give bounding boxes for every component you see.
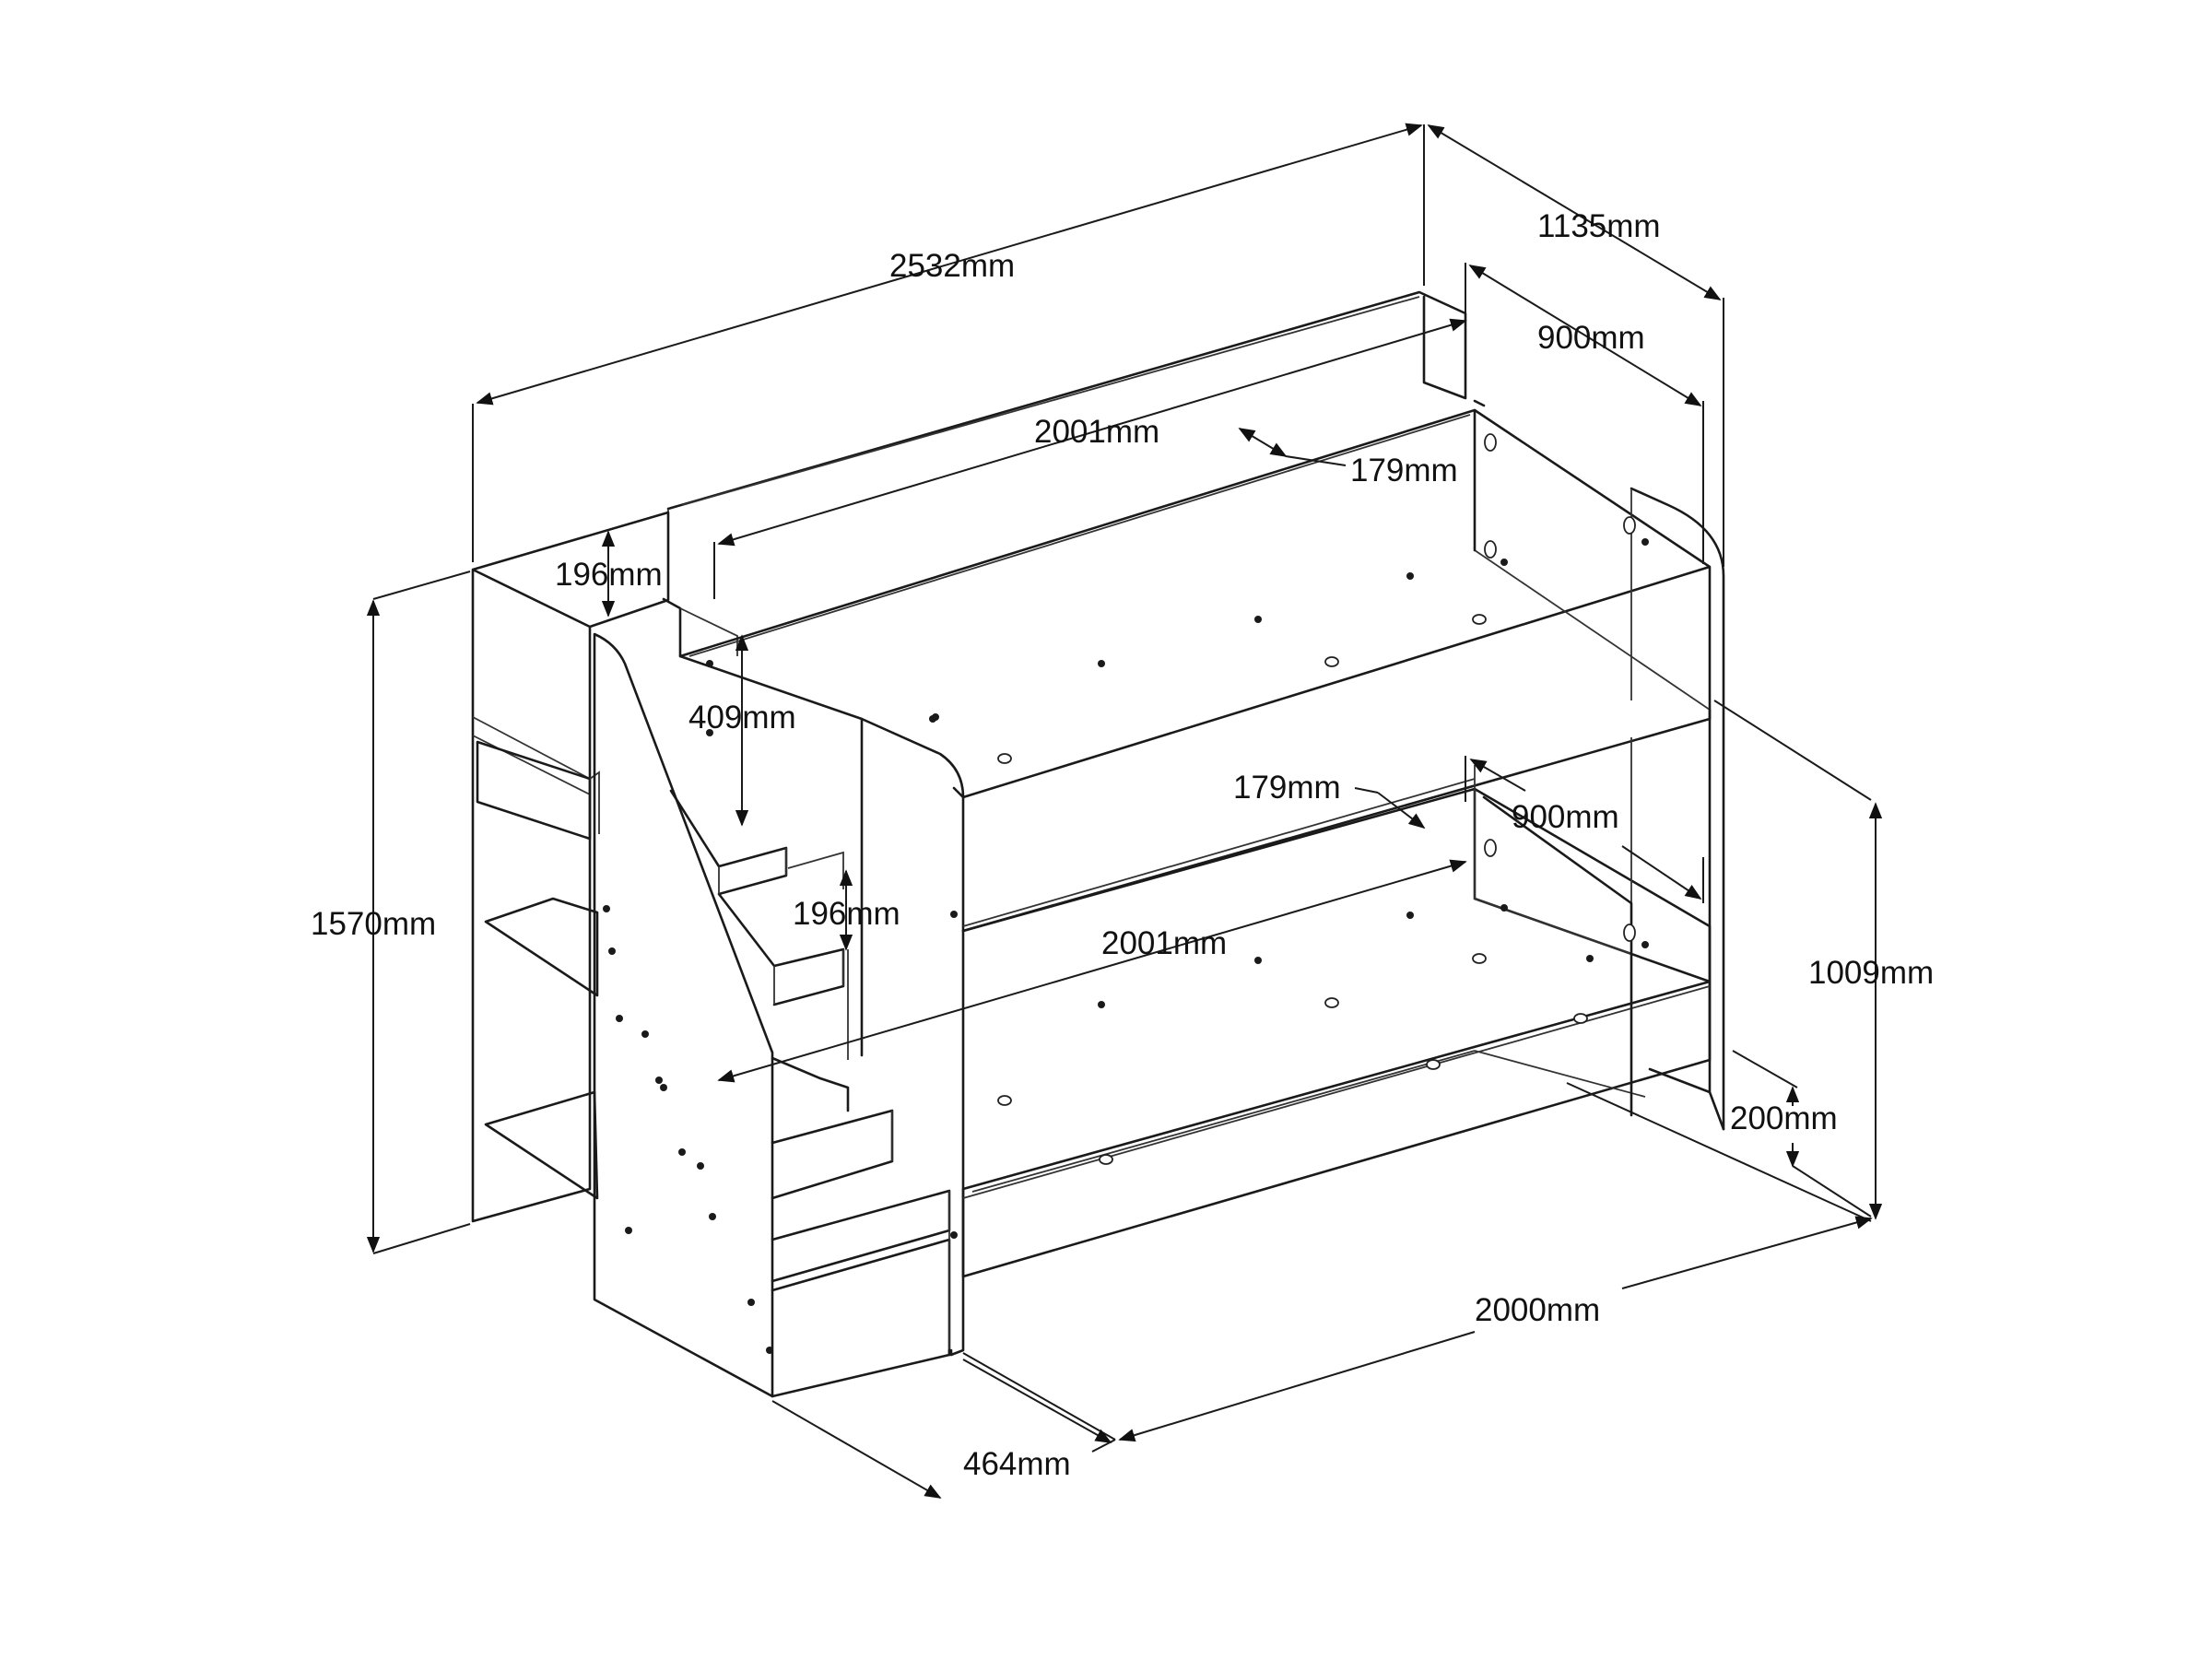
dim-2532-line bbox=[476, 123, 1423, 406]
top-bunk-back-end bbox=[1473, 399, 1725, 1131]
label-floor-clearance: 200mm bbox=[1730, 1100, 1838, 1136]
storage-shelf-middle bbox=[484, 897, 599, 997]
label-top-mattress-width: 900mm bbox=[1537, 320, 1645, 356]
dimension-labels: 2532mm 1135mm 900mm 2001mm 179mm 196mm 4… bbox=[311, 208, 1934, 1482]
storage-shelf-bottom bbox=[484, 1090, 599, 1200]
label-top-rail-height: 179mm bbox=[1350, 453, 1458, 488]
label-lower-mattress-length: 2001mm bbox=[1101, 925, 1227, 961]
dim-2000-line bbox=[1118, 1331, 1476, 1442]
dim-900-lower-line bbox=[1469, 759, 1526, 792]
stairs bbox=[669, 789, 951, 1398]
label-staircase-depth: 464mm bbox=[963, 1446, 1071, 1482]
label-overall-depth: 1135mm bbox=[1537, 208, 1661, 244]
label-top-mattress-length: 2001mm bbox=[1034, 414, 1159, 450]
rear-guard-rail bbox=[666, 290, 1467, 511]
label-overall-length: 2532mm bbox=[889, 248, 1015, 284]
left-tall-panel bbox=[471, 511, 670, 1223]
fixing-holes bbox=[603, 433, 1649, 1354]
label-lower-rail-height: 179mm bbox=[1233, 770, 1341, 806]
label-step-height: 196mm bbox=[793, 896, 900, 932]
label-top-guard-height: 196mm bbox=[555, 557, 663, 593]
staircase-side-panel bbox=[593, 632, 774, 1398]
label-lower-mattress-width: 900mm bbox=[1512, 799, 1619, 835]
dim-2001-lower-line bbox=[717, 859, 1467, 1083]
dimension-lines bbox=[366, 123, 1883, 1499]
lower-bunk-frame bbox=[961, 787, 1712, 1278]
dim-2001-top-line bbox=[717, 318, 1467, 547]
top-bunk-front-rail bbox=[678, 408, 1712, 933]
label-bottom-bunk-height: 1009mm bbox=[1808, 955, 1934, 991]
storage-shelf-top bbox=[476, 740, 592, 841]
dim-900-top-line bbox=[1468, 265, 1702, 406]
right-post bbox=[1648, 708, 1725, 1131]
bed-frame bbox=[471, 290, 1725, 1398]
label-overall-height: 1570mm bbox=[311, 906, 436, 942]
label-top-bunk-clearance: 409mm bbox=[688, 700, 796, 735]
label-base-length: 2000mm bbox=[1475, 1292, 1600, 1328]
